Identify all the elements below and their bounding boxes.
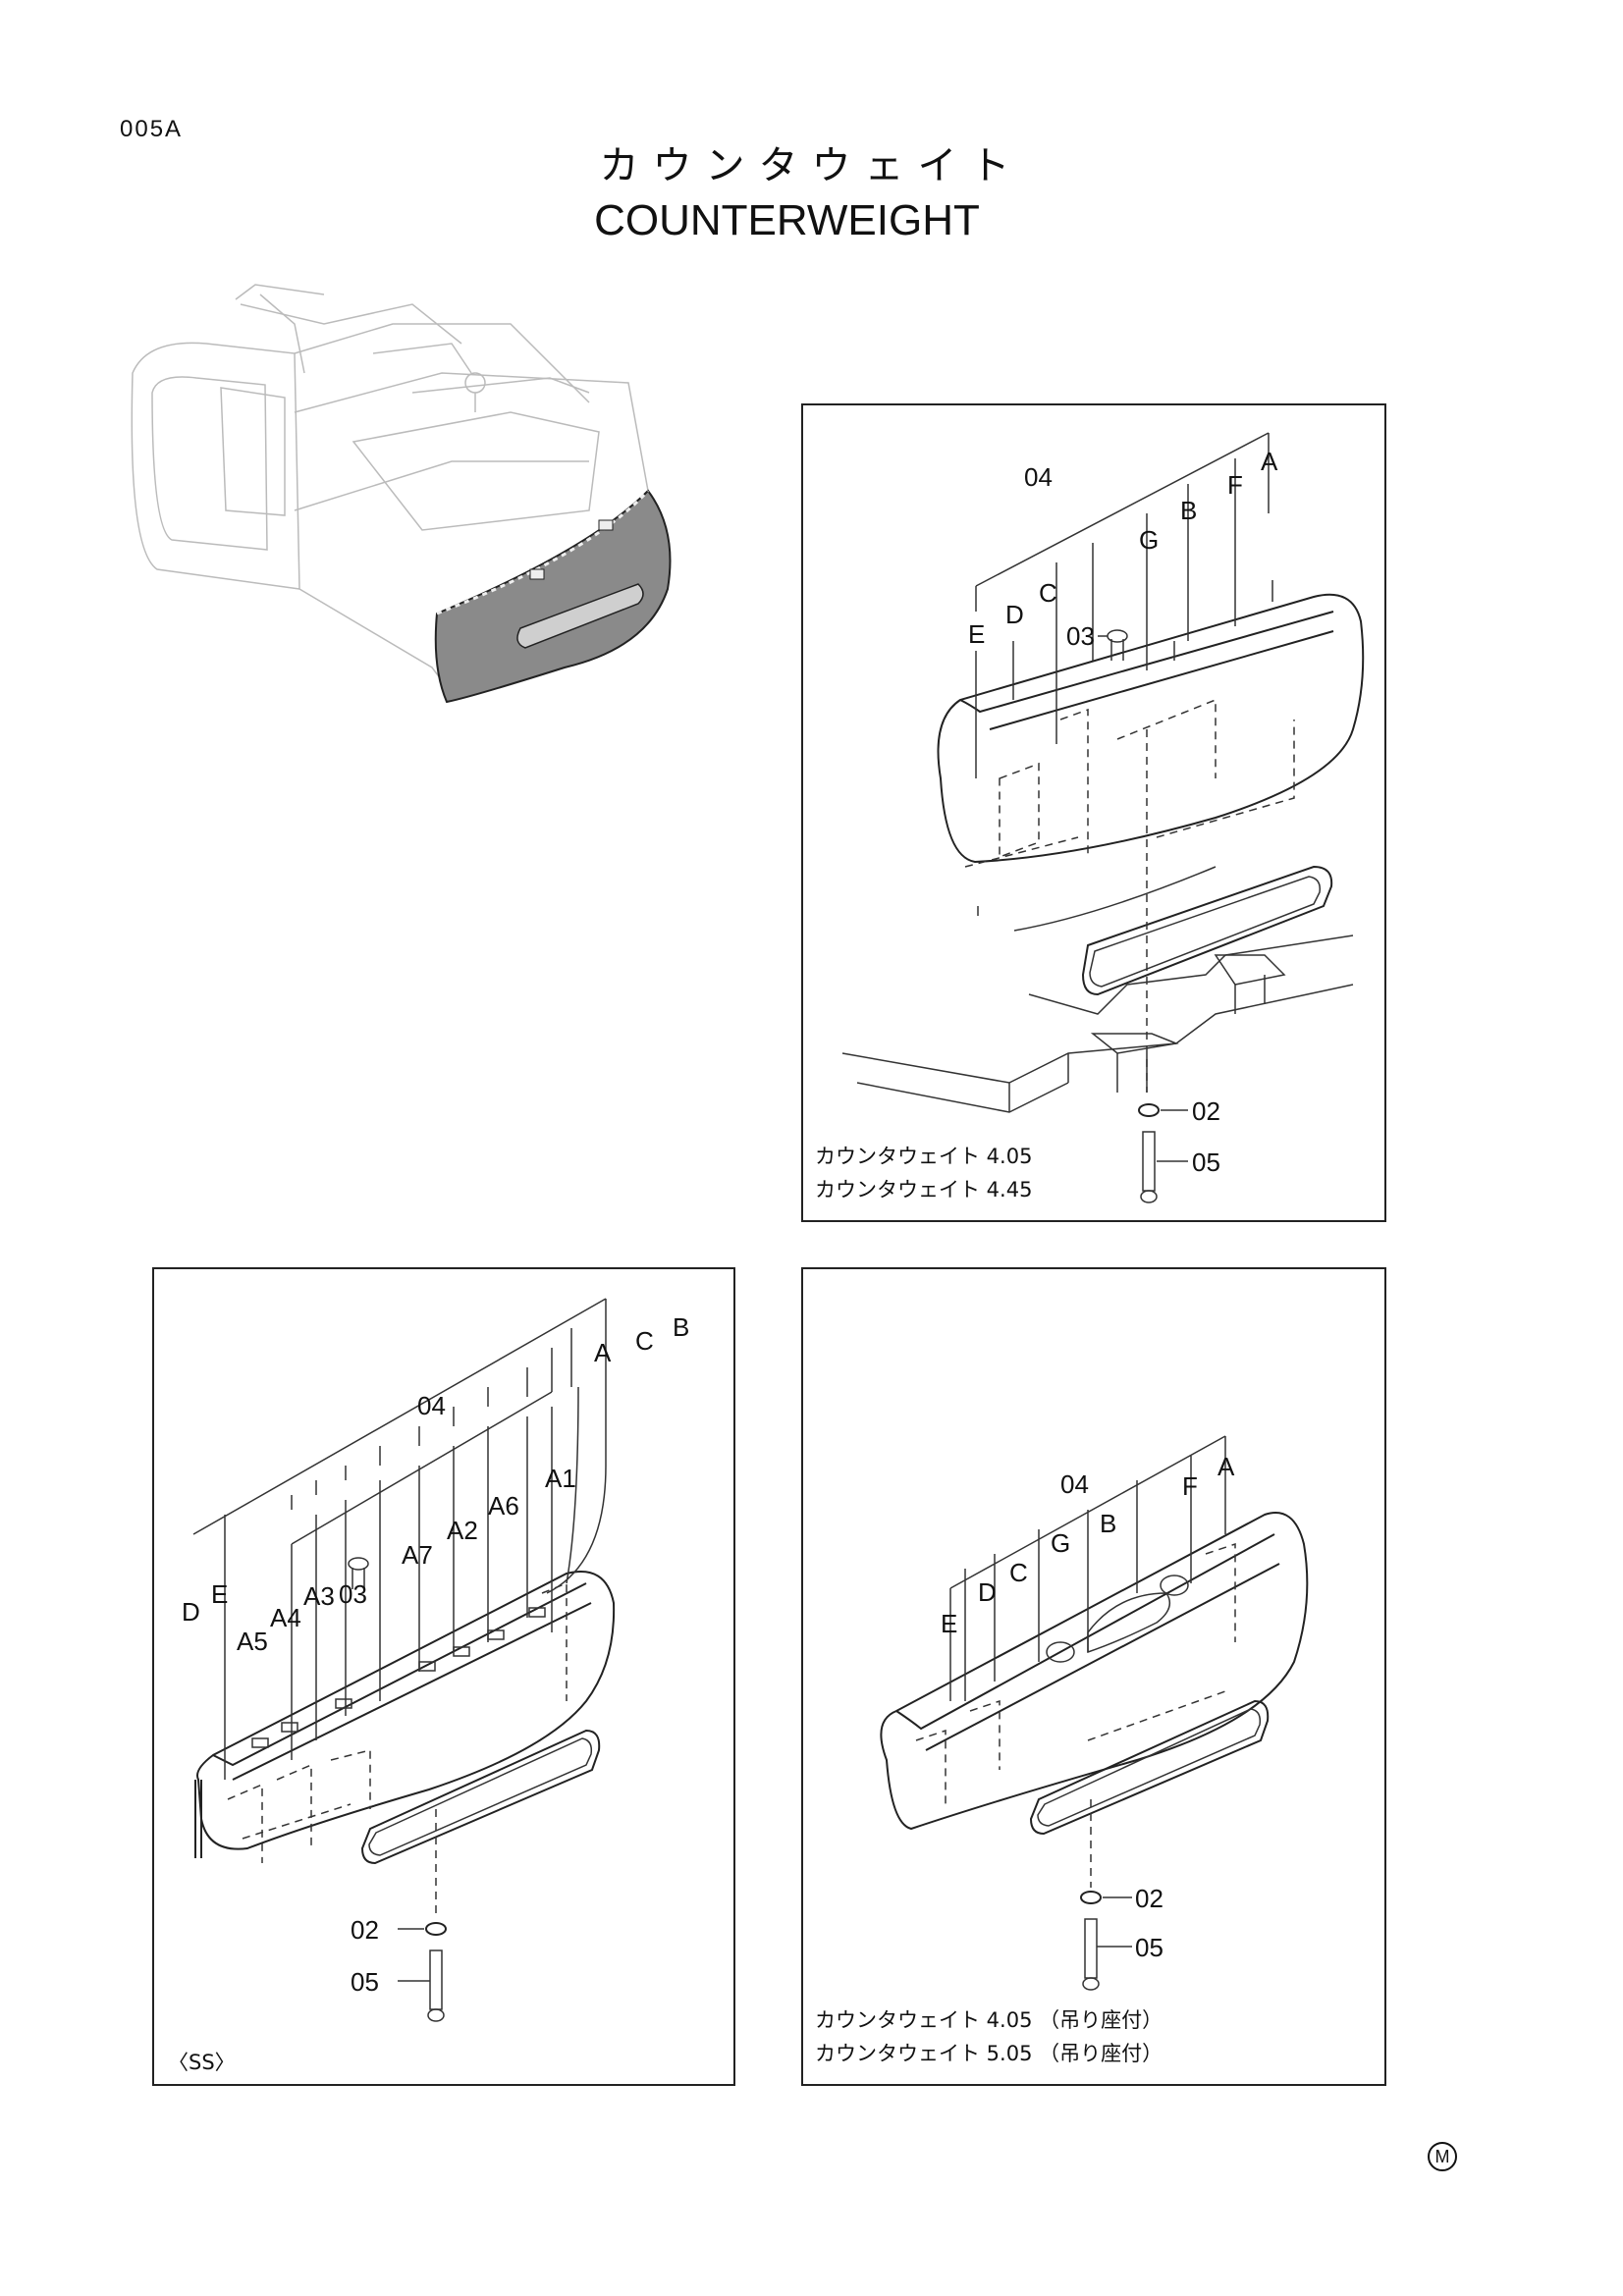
caption-ss: 〈SS〉 <box>168 2051 236 2074</box>
label-C: C <box>1039 578 1057 608</box>
panel-bottom-left: 04 A C B A1 A6 A2 A7 03 A3 A4 A5 E D 02 … <box>152 1267 735 2086</box>
title-english: COUNTERWEIGHT <box>594 196 980 244</box>
label-02: 02 <box>1135 1884 1163 1913</box>
label-A6: A6 <box>488 1491 519 1521</box>
label-05: 05 <box>1135 1933 1163 1962</box>
label-A1: A1 <box>545 1464 576 1493</box>
label-A3: A3 <box>303 1581 335 1611</box>
caption-line-2: カウンタウェイト 4.45 <box>815 1178 1032 1201</box>
label-G: G <box>1139 525 1159 555</box>
label-B: B <box>1180 496 1197 525</box>
circled-m-mark: M <box>1428 2142 1457 2171</box>
label-04: 04 <box>417 1391 446 1420</box>
label-A: A <box>1217 1452 1235 1481</box>
label-B: B <box>1100 1509 1116 1538</box>
bolt-03 <box>1098 629 1128 661</box>
counterweight-highlight <box>434 489 672 704</box>
caption-line-1: カウンタウェイト 4.05 <box>815 1145 1032 1168</box>
bolt-05 <box>1140 1131 1188 1203</box>
excavator-ghost <box>131 284 649 688</box>
label-05: 05 <box>351 1967 379 1997</box>
label-04: 04 <box>1024 462 1053 492</box>
label-05: 05 <box>1192 1148 1220 1177</box>
counterweight-diagram-ss: 04 A C B A1 A6 A2 A7 03 A3 A4 A5 E D 02 … <box>168 1298 689 2074</box>
label-F: F <box>1182 1471 1198 1501</box>
label-A: A <box>594 1338 612 1367</box>
title-japanese: カウンタウェイト <box>599 144 1024 187</box>
label-A2: A2 <box>447 1516 478 1545</box>
caption-line-1: カウンタウェイト 4.05 （吊り座付） <box>815 2008 1163 2032</box>
label-D: D <box>182 1597 200 1627</box>
label-02: 02 <box>351 1915 379 1945</box>
label-04: 04 <box>1060 1469 1089 1499</box>
label-03: 03 <box>1066 621 1095 651</box>
label-B: B <box>673 1312 689 1342</box>
label-D: D <box>1005 600 1024 629</box>
caption-line-2: カウンタウェイト 5.05 （吊り座付） <box>815 2042 1163 2065</box>
label-C: C <box>1009 1558 1028 1587</box>
label-E: E <box>211 1579 228 1609</box>
label-E: E <box>941 1609 957 1638</box>
washer-02 <box>1138 1103 1188 1117</box>
page-code: 005A <box>120 116 184 142</box>
label-C: C <box>635 1326 654 1356</box>
label-A: A <box>1261 447 1278 476</box>
label-A7: A7 <box>402 1540 433 1570</box>
label-A5: A5 <box>237 1627 268 1656</box>
label-02: 02 <box>1192 1096 1220 1126</box>
panel-top-right: 04 A F B G C D E 03 02 05 カウンタウェイト 4.05 … <box>801 403 1386 1222</box>
mark-letter: M <box>1434 2146 1450 2166</box>
counterweight-diagram-b: 04 A F B G C D E 02 05 カウンタウェイト 4.05 （吊り… <box>815 1435 1309 2065</box>
label-E: E <box>968 619 985 649</box>
counterweight-diagram-a: 04 A F B G C D E 03 02 05 カウンタウェイト 4.05 … <box>815 432 1365 1203</box>
panel-bottom-right: 04 A F B G C D E 02 05 カウンタウェイト 4.05 （吊り… <box>801 1267 1386 2086</box>
label-A4: A4 <box>270 1603 301 1632</box>
label-D: D <box>978 1577 997 1607</box>
label-F: F <box>1227 470 1243 500</box>
label-G: G <box>1051 1528 1070 1558</box>
label-03: 03 <box>339 1579 367 1609</box>
